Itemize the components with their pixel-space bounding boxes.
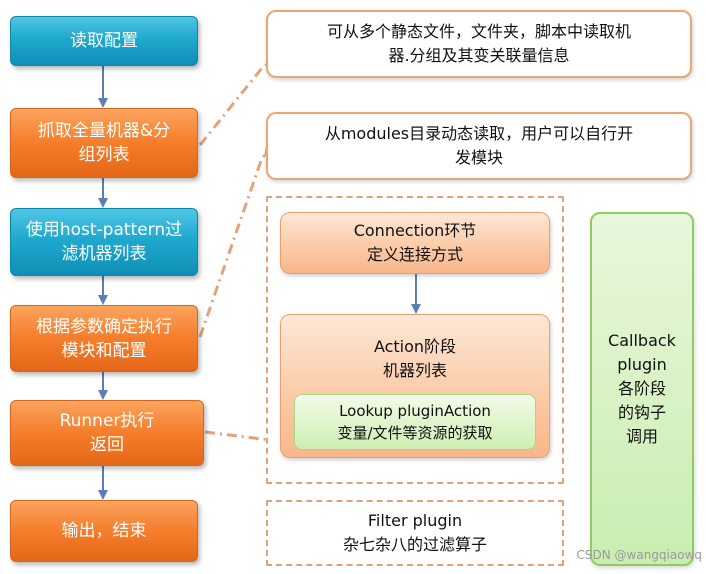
step-determine-module: 根据参数确定执行 模块和配置 bbox=[10, 305, 198, 372]
callback-plugin-line4: 的钩子 bbox=[617, 403, 666, 422]
step-determine-module-line1: 根据参数确定执行 bbox=[36, 316, 172, 337]
step-determine-module-line2: 模块和配置 bbox=[61, 340, 147, 361]
connection-box: Connection环节 定义连接方式 bbox=[280, 212, 550, 274]
lookup-plugin-line1: Lookup pluginAction bbox=[339, 402, 491, 420]
lookup-plugin-line2: 变量/文件等资源的获取 bbox=[337, 424, 493, 442]
action-box-line2: 机器列表 bbox=[382, 361, 447, 380]
step-fetch-machines: 抓取全量机器&分 组列表 bbox=[10, 108, 198, 178]
filter-plugin-box: Filter plugin 杂七杂八的过滤算子 bbox=[266, 500, 564, 566]
runner-detail-group bbox=[266, 196, 564, 484]
step-read-config: 读取配置 bbox=[10, 16, 198, 66]
step-host-pattern-line1: 使用host-pattern过 bbox=[25, 220, 183, 240]
watermark: CSDN @wangqiaowq bbox=[576, 548, 703, 562]
callback-plugin-box: Callback plugin 各阶段 的钩子 调用 bbox=[590, 212, 694, 566]
action-box-line1: Action阶段 bbox=[373, 337, 457, 356]
step-fetch-machines-line1: 抓取全量机器&分 bbox=[37, 121, 171, 141]
step-host-pattern: 使用host-pattern过 滤机器列表 bbox=[10, 208, 198, 276]
note-inventory-line2: 器.分组及其变关联量信息 bbox=[388, 46, 570, 65]
connection-box-line1: Connection环节 bbox=[353, 221, 477, 240]
step-read-config-label: 读取配置 bbox=[70, 31, 138, 51]
step-runner-execute-line2: 返回 bbox=[90, 435, 124, 455]
callback-plugin-line3: 各阶段 bbox=[617, 379, 666, 398]
filter-plugin-line1: Filter plugin bbox=[367, 511, 463, 530]
note-inventory: 可从多个静态文件，文件夹，脚本中读取机 器.分组及其变关联量信息 bbox=[266, 10, 692, 78]
callback-plugin-line2: plugin bbox=[617, 355, 667, 374]
step-fetch-machines-line2: 组列表 bbox=[78, 145, 130, 165]
step-host-pattern-line2: 滤机器列表 bbox=[61, 244, 147, 264]
connector-runner bbox=[204, 430, 271, 442]
callback-plugin-line5: 调用 bbox=[625, 427, 658, 446]
note-inventory-line1: 可从多个静态文件，文件夹，脚本中读取机 bbox=[326, 22, 631, 41]
step-output-end: 输出，结束 bbox=[10, 500, 198, 562]
callback-plugin-line1: Callback bbox=[608, 331, 676, 350]
connector-inventory bbox=[198, 60, 271, 146]
step-runner-execute: Runner执行 返回 bbox=[10, 400, 204, 466]
lookup-plugin-box: Lookup pluginAction 变量/文件等资源的获取 bbox=[294, 394, 536, 450]
note-modules-line1: 从modules目录动态读取，用户可以自行开 bbox=[324, 124, 634, 143]
connection-box-line2: 定义连接方式 bbox=[366, 245, 463, 264]
step-output-end-label: 输出，结束 bbox=[61, 521, 147, 541]
note-modules-line2: 发模块 bbox=[454, 148, 503, 167]
connector-modules bbox=[198, 150, 270, 338]
step-runner-execute-line1: Runner执行 bbox=[59, 411, 155, 431]
filter-plugin-line2: 杂七杂八的过滤算子 bbox=[342, 535, 487, 554]
note-modules: 从modules目录动态读取，用户可以自行开 发模块 bbox=[266, 112, 692, 180]
